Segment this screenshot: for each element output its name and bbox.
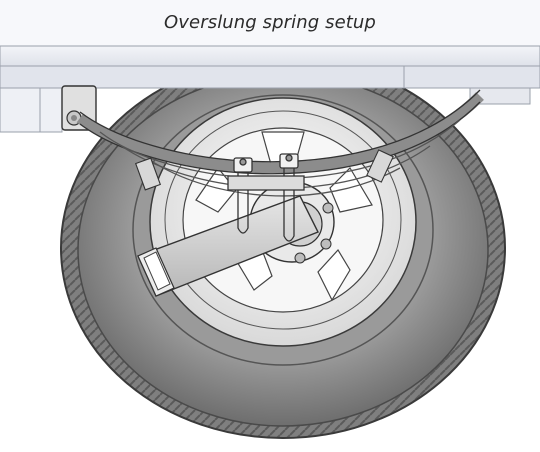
u-bolt — [227, 153, 305, 242]
axle-tube — [137, 195, 319, 297]
leaf-spring — [76, 89, 484, 197]
rim-spoke-windows — [195, 131, 373, 302]
diagram-caption: Overslung spring setup — [164, 12, 376, 33]
lug-nuts — [294, 202, 334, 264]
trailer-frame — [0, 0, 540, 133]
